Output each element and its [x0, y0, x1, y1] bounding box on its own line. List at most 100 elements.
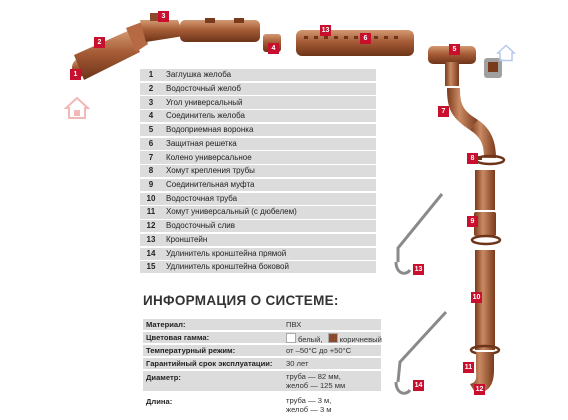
- gutter-end-piece: [484, 58, 502, 78]
- info-label: Цветовая гамма:: [146, 333, 210, 342]
- part-number: 6: [148, 138, 154, 148]
- part-number: 3: [148, 97, 154, 107]
- gutter-outlet: [428, 46, 476, 86]
- info-value: желоб — 125 мм: [286, 381, 346, 390]
- list-item: 5 Водоприемная воронка: [140, 123, 376, 137]
- info-value: труба — 82 мм,: [286, 372, 341, 381]
- bracket-14: [394, 310, 448, 395]
- callout-14: 14: [413, 380, 424, 391]
- bracket-13: [394, 193, 444, 275]
- list-item: 4 Соединитель желоба: [140, 110, 376, 123]
- info-row-temperature: Температурный режим: от –50°С до +50°С: [143, 345, 381, 356]
- info-label: Длина:: [146, 397, 173, 406]
- downpipe-upper: [475, 170, 495, 210]
- part-label: Удлинитель кронштейна прямой: [166, 248, 287, 258]
- list-item: 14 Удлинитель кронштейна прямой: [140, 247, 376, 260]
- part-number: 11: [146, 207, 156, 217]
- list-item: 9 Соединительная муфта: [140, 178, 376, 192]
- callout-3: 3: [158, 11, 169, 22]
- info-title: ИНФОРМАЦИЯ О СИСТЕМЕ:: [143, 293, 339, 308]
- part-label: Угол универсальный: [166, 97, 243, 107]
- part-label: Хомут универсальный (с дюбелем): [166, 207, 297, 217]
- color-swatch-brown: [327, 333, 338, 343]
- info-row-colors: Цветовая гамма: белый, коричневый: [143, 332, 382, 344]
- part-number: 4: [148, 111, 154, 121]
- part-label: Соединительная муфта: [166, 179, 255, 189]
- info-value: белый, коричневый: [286, 333, 382, 344]
- list-item: 8 Хомут крепления трубы: [140, 165, 376, 178]
- list-item: 15 Удлинитель кронштейна боковой: [140, 261, 376, 274]
- info-row-diameter: Диаметр: труба — 82 мм, желоб — 125 мм: [143, 371, 381, 391]
- part-label: Колено универсальное: [166, 152, 252, 162]
- color-swatch-white: [286, 333, 296, 343]
- part-number: 10: [146, 193, 156, 203]
- info-label: Температурный режим:: [146, 346, 236, 355]
- callout-1: 1: [70, 69, 81, 80]
- list-item: 12 Водосточный слив: [140, 220, 376, 233]
- part-number: 13: [146, 234, 156, 244]
- part-label: Водосточный желоб: [166, 83, 241, 93]
- pipe-clamp-mid: [470, 234, 502, 246]
- callout-13-bracket: 13: [413, 264, 424, 275]
- list-item: 13 Кронштейн: [140, 233, 376, 246]
- info-value: ПВХ: [286, 320, 302, 329]
- part-label: Хомут крепления трубы: [166, 166, 255, 176]
- callout-8: 8: [467, 153, 478, 164]
- part-number: 9: [148, 179, 154, 189]
- part-label: Водосточная труба: [166, 193, 238, 203]
- part-label: Кронштейн: [166, 234, 208, 244]
- callout-13: 13: [320, 25, 331, 36]
- callout-9: 9: [467, 216, 478, 227]
- downpipe-elbow: [447, 88, 496, 158]
- list-item: 10 Водосточная труба: [140, 192, 376, 205]
- callout-12: 12: [474, 384, 485, 395]
- callout-7: 7: [438, 106, 449, 117]
- gutter-guard-segment: [296, 30, 414, 56]
- pipe-clamp-upper: [474, 154, 506, 166]
- pipe-coupling: [474, 212, 496, 236]
- list-item: 1 Заглушка желоба: [140, 69, 376, 82]
- info-row-warranty: Гарантийный срок эксплуатации: 30 лет: [143, 358, 381, 369]
- info-value: 30 лет: [286, 359, 309, 368]
- callout-10: 10: [471, 292, 482, 303]
- info-value: от –50°С до +50°С: [286, 346, 352, 355]
- info-label: Диаметр:: [146, 373, 181, 382]
- part-number: 7: [148, 152, 154, 162]
- info-row-material: Материал: ПВХ: [143, 319, 381, 330]
- part-number: 5: [148, 125, 154, 135]
- part-number: 15: [146, 262, 156, 272]
- part-label: Соединитель желоба: [166, 111, 245, 121]
- info-row-length: Длина: труба — 3 м, желоб — 3 м: [143, 394, 381, 414]
- color-white-label: белый,: [298, 335, 323, 344]
- part-number: 8: [148, 166, 154, 176]
- callout-4: 4: [268, 43, 279, 54]
- part-number: 12: [146, 221, 156, 231]
- part-label: Заглушка желоба: [166, 70, 232, 80]
- part-label: Водоприемная воронка: [166, 125, 254, 135]
- part-number: 1: [148, 70, 154, 80]
- house-logo-icon: [64, 96, 90, 119]
- info-label: Гарантийный срок эксплуатации:: [146, 359, 273, 368]
- list-item: 11 Хомут универсальный (с дюбелем): [140, 206, 376, 219]
- downpipe-outlet-shoe: [470, 352, 494, 394]
- callout-2: 2: [94, 37, 105, 48]
- part-label: Водосточный слив: [166, 221, 235, 231]
- part-number: 2: [148, 83, 154, 93]
- info-value: желоб — 3 м: [286, 405, 332, 414]
- callout-5: 5: [449, 44, 460, 55]
- color-brown-label: коричневый: [339, 335, 382, 344]
- gutter-corner: [140, 13, 184, 42]
- list-item: 7 Колено универсальное: [140, 151, 376, 164]
- callout-11: 11: [463, 362, 474, 373]
- info-label: Материал:: [146, 320, 186, 329]
- list-item: 3 Угол универсальный: [140, 96, 376, 109]
- gutter-segment-mid: [180, 18, 260, 42]
- part-label: Удлинитель кронштейна боковой: [166, 262, 289, 272]
- gutter-segment-left: [74, 22, 148, 80]
- house-logo-icon: [496, 44, 516, 62]
- part-number: 14: [146, 248, 156, 258]
- info-value: труба — 3 м,: [286, 396, 332, 405]
- parts-list: 1 Заглушка желоба 2 Водосточный желоб 3 Уго…: [140, 69, 376, 275]
